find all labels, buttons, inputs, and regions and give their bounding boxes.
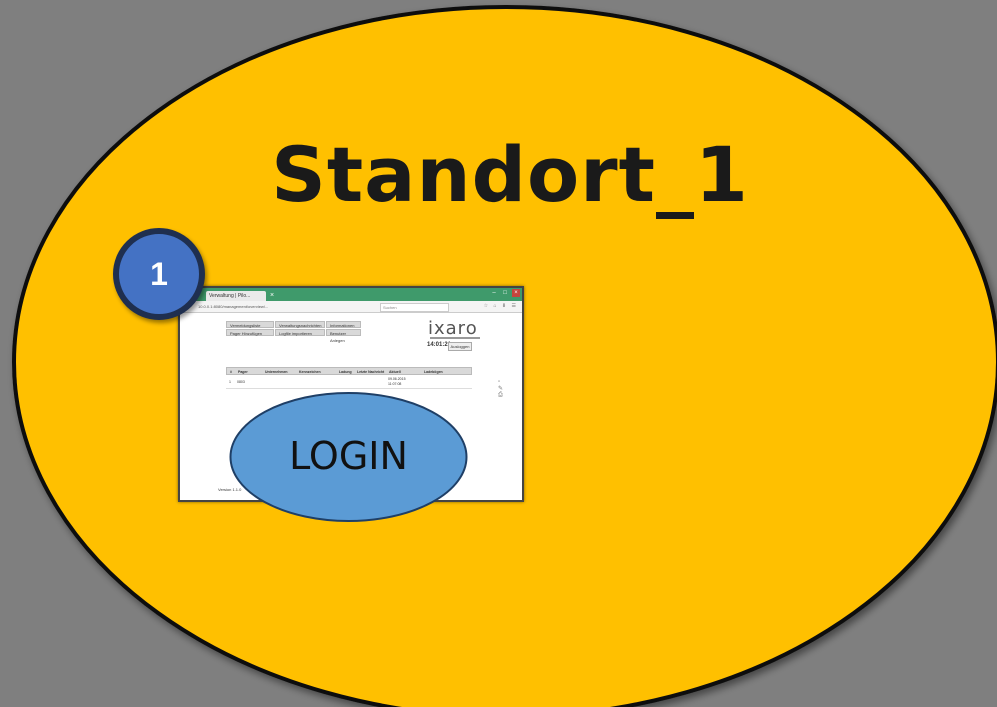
logo-underline [430, 337, 480, 339]
step-number-badge: 1 [113, 228, 205, 320]
url-text: 10.0.0.1:8080/management/overview/... [198, 304, 269, 309]
window-controls: – □ × [490, 289, 520, 297]
browser-titlebar: Verwaltung | Pilo... × – □ × [180, 288, 522, 301]
column-header: # [230, 370, 232, 374]
column-header: Kennzeichen [299, 370, 321, 374]
logout-button: Ausloggen [448, 342, 472, 351]
row-number: 1 [229, 380, 231, 384]
nav-item: Pager Hinzufügen [226, 329, 274, 336]
row-pager: 0803 [237, 380, 245, 384]
column-header: Ladebögen [424, 370, 443, 374]
row-action-icons: ▫ ✎ ⎙ [498, 379, 505, 398]
nav-item: Informationen [326, 321, 361, 328]
nav-item: Benutzer Anlegen [326, 329, 361, 343]
table-row: 1 0803 09.06.2015 11:07:08 ▫ ✎ ⎙ [226, 376, 503, 398]
column-header: Aktuell [389, 370, 401, 374]
table-header: # Pager Unternehmen Kennzeichen Ladung L… [226, 367, 472, 375]
column-header: Letzte Nachricht [357, 370, 385, 374]
browser-tab: Verwaltung | Pilo... [206, 291, 266, 301]
new-tab-icon: × [270, 292, 275, 299]
version-text: Version 1.1.0 [218, 487, 242, 492]
nav-item: Logfile importieren [275, 329, 325, 336]
minimize-icon: – [492, 290, 496, 296]
browser-toolbar-icons: ☆ ⌂ ⬇ ☰ [483, 303, 518, 309]
column-header: Ladung [339, 370, 352, 374]
nav-item: Vermeldungsliste [226, 321, 274, 328]
address-bar: 10.0.0.1:8080/management/overview/... Su… [180, 301, 522, 313]
login-oval [229, 392, 468, 522]
column-header: Unternehmen [265, 370, 288, 374]
ixaro-logo: ixaro [428, 318, 478, 339]
login-label: LOGIN [289, 434, 408, 478]
location-title: Standort_1 [271, 130, 749, 219]
browser-search: Suchen [380, 303, 449, 312]
column-header: Pager [238, 370, 248, 374]
maximize-icon: □ [503, 290, 507, 296]
clock-time: 14:01:21 [427, 342, 452, 348]
login-oval-shape [229, 392, 468, 522]
close-icon: × [512, 289, 520, 297]
nav-item: Verwaltungsnachrichten [275, 321, 325, 328]
row-aktuell: 09.06.2015 11:07:08 [388, 377, 406, 386]
